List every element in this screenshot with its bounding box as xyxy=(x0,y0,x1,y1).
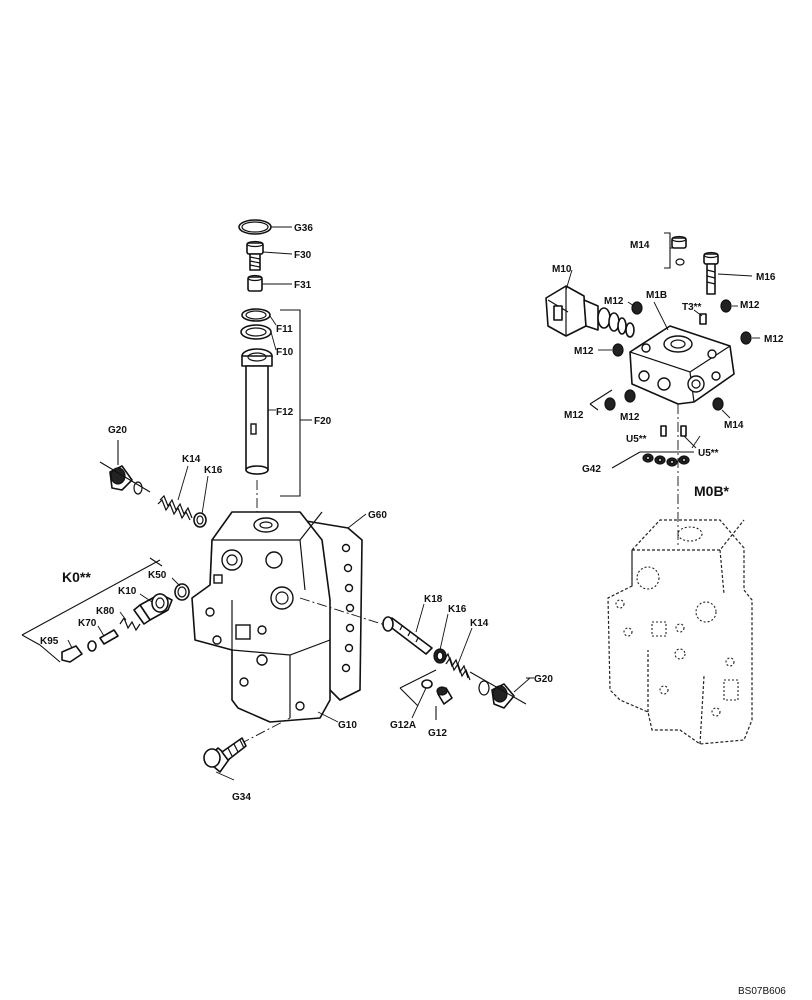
spring-k14-left xyxy=(157,494,193,521)
label-g42: G42 xyxy=(582,464,601,475)
label-u5-left: U5** xyxy=(626,434,647,445)
label-k50: K50 xyxy=(148,570,167,581)
plug-m14-bottom xyxy=(712,397,724,411)
pin-u5-right xyxy=(680,425,687,437)
label-k10: K10 xyxy=(118,586,137,597)
label-f20: F20 xyxy=(314,416,332,427)
label-m12-f: M12 xyxy=(620,412,640,423)
pin-u5-left xyxy=(660,425,667,437)
label-g34: G34 xyxy=(232,792,251,803)
screw-m16 xyxy=(703,251,719,295)
plug-m12-a xyxy=(631,301,643,315)
pin-g12a xyxy=(421,679,433,689)
pin-t3 xyxy=(699,313,707,325)
label-g36: G36 xyxy=(294,223,313,234)
label-m10: M10 xyxy=(552,264,572,275)
label-f11: F11 xyxy=(276,324,293,335)
label-g20-left: G20 xyxy=(108,425,127,436)
label-f10: F10 xyxy=(276,347,294,358)
plug-g12 xyxy=(436,686,453,705)
reference-code: BS07B606 xyxy=(738,986,786,997)
centerline-k18 xyxy=(299,597,386,626)
plug-m12-c xyxy=(740,331,752,345)
plug-g20-right xyxy=(478,680,515,709)
label-m12-b: M12 xyxy=(740,300,760,311)
label-g12: G12 xyxy=(428,728,447,739)
plug-m12-d xyxy=(612,343,624,357)
o-ring-g36 xyxy=(238,219,272,235)
plug-m12-e xyxy=(604,397,616,411)
label-k95: K95 xyxy=(40,636,59,647)
label-m12-e: M12 xyxy=(564,410,584,421)
solenoid-m10 xyxy=(545,285,635,338)
label-m12-a: M12 xyxy=(604,296,624,307)
block-m1b xyxy=(629,325,735,405)
sleeve-f31 xyxy=(247,274,263,292)
bracket-g12 xyxy=(399,669,437,720)
label-f30: F30 xyxy=(294,250,312,261)
cartridge-k10 xyxy=(133,593,173,625)
label-t3: T3** xyxy=(682,302,702,313)
label-m12-c: M12 xyxy=(764,334,784,345)
label-m0b: M0B* xyxy=(694,483,730,499)
shaft-k18 xyxy=(382,616,433,655)
bracket-g42 xyxy=(611,451,694,469)
spring-k14-right xyxy=(443,652,471,681)
o-ring-k50 xyxy=(174,583,190,601)
label-m16: M16 xyxy=(756,272,776,283)
label-g12a: G12A xyxy=(390,720,416,731)
seal-f11 xyxy=(241,308,271,322)
seal-f10 xyxy=(240,324,272,340)
bracket-f20 xyxy=(280,309,312,497)
label-k70: K70 xyxy=(78,618,97,629)
o-rings-g42 xyxy=(642,453,690,467)
label-k0: K0** xyxy=(62,569,91,585)
spool-k70 xyxy=(99,629,119,645)
label-k14-left: K14 xyxy=(182,454,201,465)
screw-f30 xyxy=(246,240,264,271)
ring-k16-left xyxy=(193,512,207,528)
label-m14-bottom: M14 xyxy=(724,420,744,431)
label-m1b: M1B xyxy=(646,290,667,301)
plug-m12-b xyxy=(720,299,732,313)
label-f12: F12 xyxy=(276,407,294,418)
label-k14-right: K14 xyxy=(470,618,489,629)
label-m14-top: M14 xyxy=(630,240,650,251)
label-g60: G60 xyxy=(368,510,387,521)
plug-k95 xyxy=(61,640,97,663)
centerline-g34 xyxy=(239,717,291,745)
leader-lines xyxy=(67,226,760,781)
label-m12-d: M12 xyxy=(574,346,594,357)
label-f31: F31 xyxy=(294,280,312,291)
k0-subassembly-bracket xyxy=(21,557,163,663)
plug-m12-f xyxy=(624,389,636,403)
label-g10: G10 xyxy=(338,720,357,731)
label-k80: K80 xyxy=(96,606,115,617)
label-k18: K18 xyxy=(424,594,443,605)
label-g20-right: G20 xyxy=(534,674,553,685)
bracket-m12-left xyxy=(589,389,613,411)
valve-body-g10 xyxy=(191,511,331,723)
label-k16-right: K16 xyxy=(448,604,467,615)
label-u5-right: U5** xyxy=(698,448,719,459)
housing-m0b-ghost xyxy=(607,519,753,745)
plug-m14-top xyxy=(671,235,687,266)
plug-g20-left xyxy=(109,465,143,495)
label-k16-left: K16 xyxy=(204,465,223,476)
spring-k80 xyxy=(119,616,141,632)
ring-k16-right xyxy=(433,648,447,664)
bracket-g20-left xyxy=(99,440,151,493)
piston-f12 xyxy=(241,348,273,475)
screw-g34 xyxy=(203,737,247,773)
